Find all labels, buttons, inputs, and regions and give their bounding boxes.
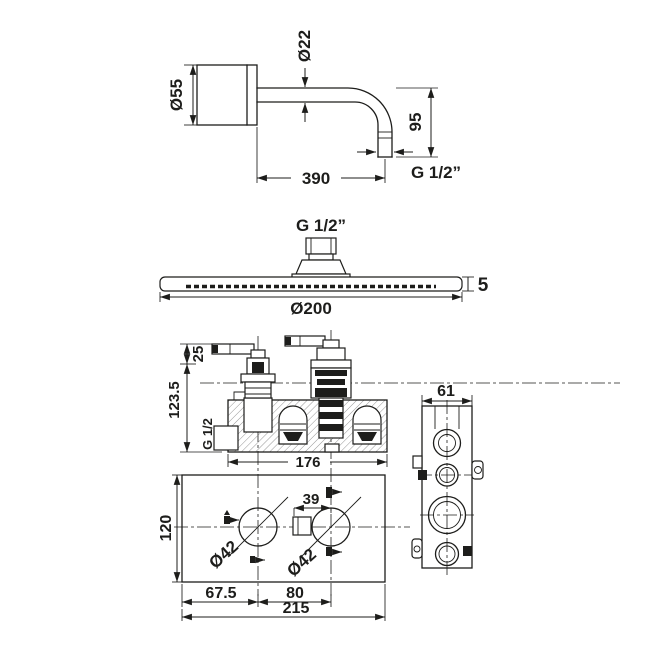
dim-plate-width: 215	[283, 600, 310, 617]
temperature-marker-icon	[326, 547, 342, 556]
side-tab-right	[471, 460, 484, 480]
mounting-plate	[181, 474, 386, 583]
dim-head-diameter: Ø200	[290, 299, 332, 318]
dim-left-hole-diameter: Ø42	[205, 537, 242, 573]
arm-tube-outer	[256, 87, 393, 158]
flow-direction-marker-icon	[224, 510, 239, 524]
temperature-marker-icon	[326, 487, 342, 498]
dim-head-thread: G 1/2”	[296, 216, 346, 235]
dim-right-hole-diameter: Ø42	[283, 545, 320, 581]
valve-side-view: 61	[411, 383, 484, 578]
dim-pipe-diameter: Ø22	[295, 30, 314, 62]
dim-handle-depth: 25	[190, 346, 207, 363]
head-connector-cone	[295, 259, 347, 275]
dim-arm-length: 390	[302, 169, 330, 188]
dim-box-offset: 39	[303, 491, 320, 508]
recess-box	[292, 516, 312, 536]
side-tab-bottom	[411, 538, 423, 559]
flow-direction-marker-icon	[250, 556, 265, 564]
valve-section-view: 25 123.5 G 1/2 176	[166, 330, 620, 596]
dim-left-hole-offset: 67.5	[205, 585, 236, 602]
wall-flange	[196, 64, 258, 126]
dim-drop-height: 95	[406, 113, 425, 132]
arm-tube-inner	[256, 101, 379, 158]
left-handle-hole	[238, 507, 278, 547]
dim-body-depth: 61	[437, 383, 455, 400]
shower-arm-view: Ø55 Ø22 95 390 G 1/2”	[167, 30, 461, 188]
head-connector-nut	[305, 237, 337, 255]
valve-front-view: Ø42 Ø42 39 120	[158, 474, 410, 621]
side-port-main	[427, 495, 467, 535]
dim-plate-height: 120	[158, 515, 175, 542]
dim-flange-diameter: Ø55	[167, 79, 186, 111]
side-port-upper	[435, 463, 459, 487]
side-port-top	[432, 428, 462, 458]
dim-head-thickness: 5	[478, 275, 489, 296]
shower-head-disc	[159, 276, 463, 292]
side-port-bottom	[434, 541, 460, 567]
shower-head-view: G 1/2” 5 Ø200	[159, 216, 489, 318]
dim-valve-inlet-thread: G 1/2	[200, 418, 215, 450]
side-tab-left	[412, 455, 423, 469]
dim-overall-depth: 123.5	[166, 381, 183, 419]
valve-inlet-port	[213, 425, 239, 451]
dim-body-width: 176	[295, 454, 320, 471]
thermostatic-cartridge	[284, 335, 352, 439]
diverter-cartridge	[211, 343, 276, 399]
dim-hole-spacing: 80	[286, 585, 304, 602]
dim-arm-thread: G 1/2”	[411, 163, 461, 182]
